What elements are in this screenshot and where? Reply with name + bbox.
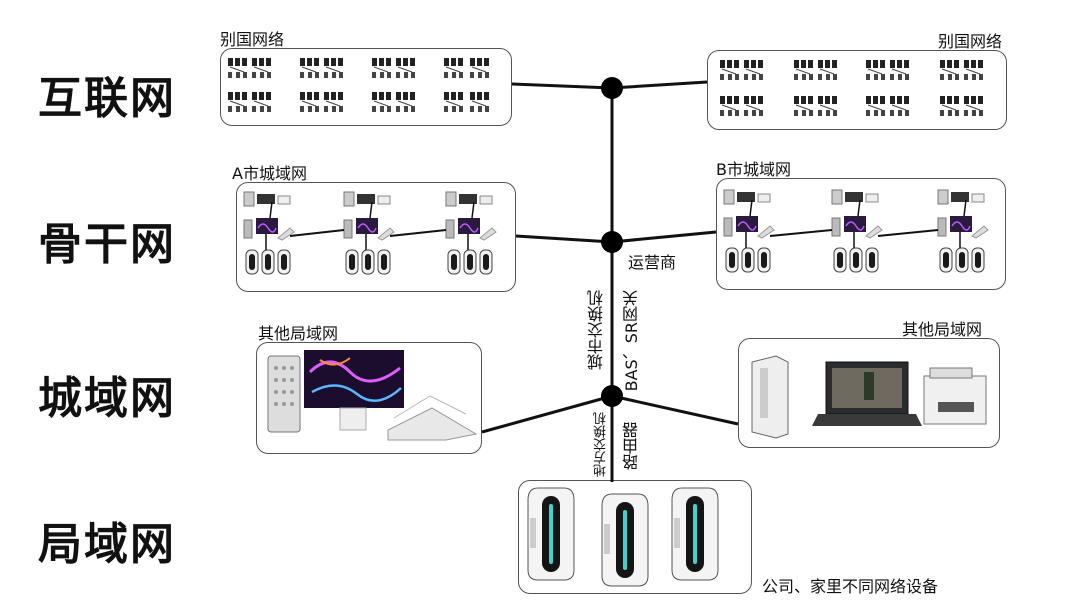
- city-b-mini-networks: [723, 189, 989, 273]
- operator-label: 运营商: [628, 253, 677, 272]
- other-lan-left-label: 其他局域网: [258, 324, 339, 343]
- tier-backbone: 骨干网: [38, 219, 176, 270]
- tier-metro: 城域网: [38, 373, 176, 424]
- city-b-network-label: B市城域网: [716, 160, 791, 179]
- connection-lines: [481, 80, 739, 482]
- other-lan-right-label: 其他局域网: [902, 320, 983, 339]
- tier-lan: 局域网: [38, 519, 176, 570]
- foreign-network-right-nodes: [719, 59, 984, 117]
- tier-internet: 互联网: [38, 73, 176, 124]
- other-lan-right-devices: [751, 355, 987, 439]
- other-lan-left-devices: [267, 350, 478, 441]
- devices-label: 公司、家里不同网络设备: [762, 577, 939, 596]
- foreign-network-right-label: 别国网络: [938, 32, 1003, 51]
- foreign-network-left-nodes: [227, 57, 490, 113]
- backbone-junction-node: [601, 231, 623, 253]
- metro-junction-node: [601, 385, 623, 407]
- city-a-network-label: A市城域网: [232, 164, 307, 183]
- lan-tower-devices: [527, 487, 719, 587]
- internet-junction-node: [601, 77, 623, 99]
- city-a-mini-networks: [243, 191, 497, 275]
- foreign-network-left-label: 别国网络: [220, 30, 285, 49]
- foreign-network-right-box: [707, 50, 1007, 130]
